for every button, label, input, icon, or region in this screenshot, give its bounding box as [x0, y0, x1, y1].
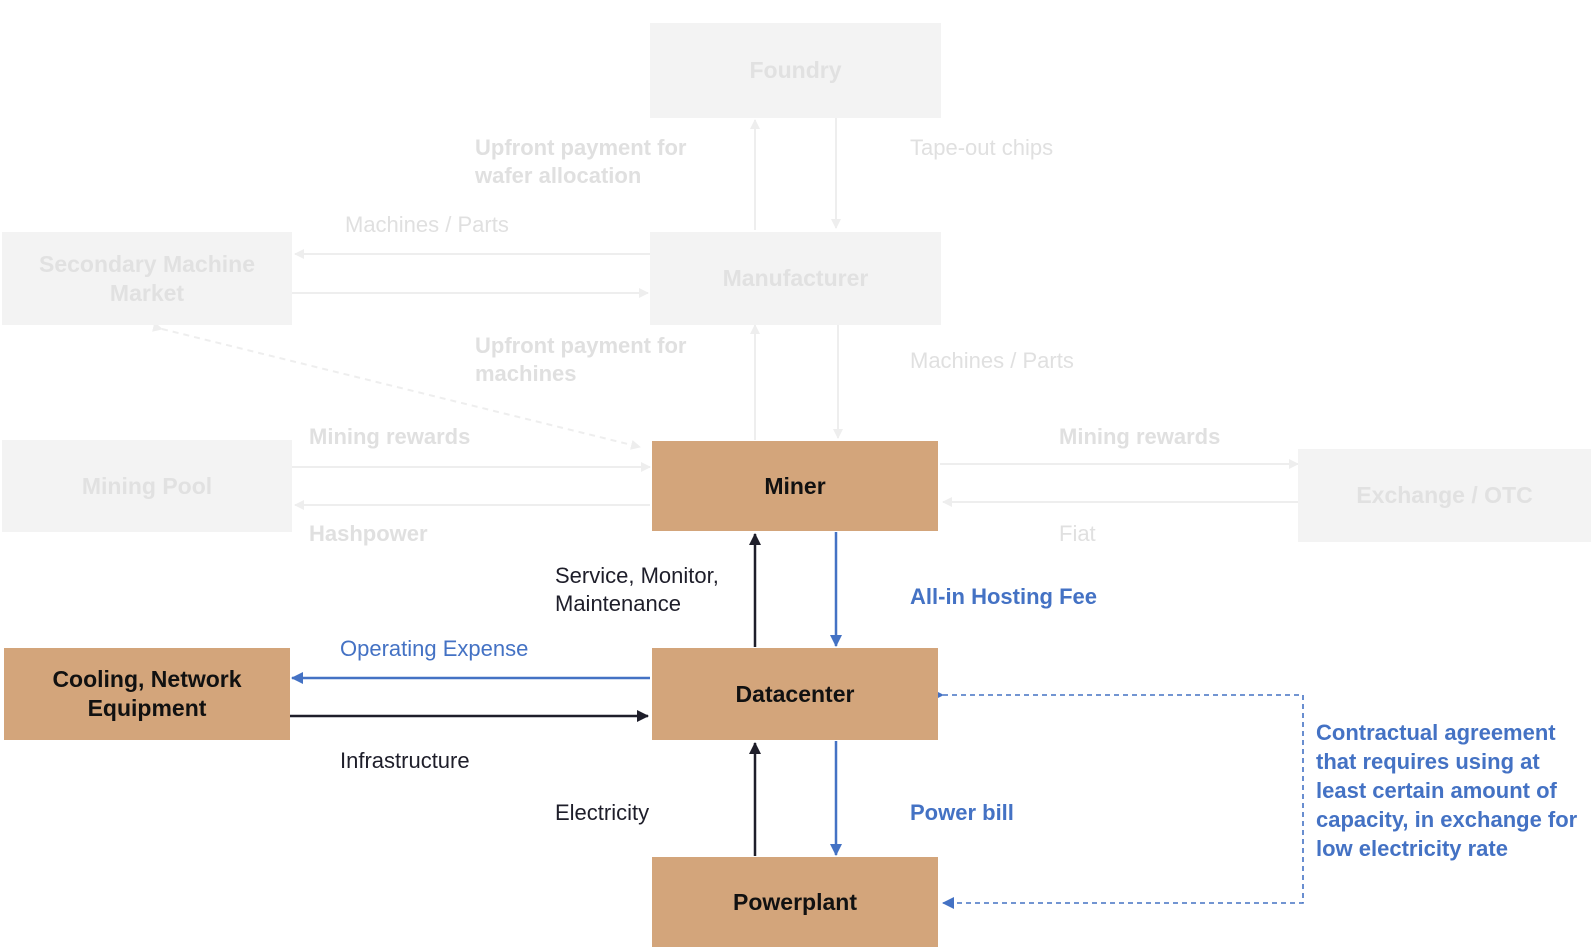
label-upfront-wafer: Upfront payment for wafer allocation [475, 135, 687, 188]
node-powerplant: Powerplant [652, 857, 938, 947]
node-miner: Miner [652, 441, 938, 531]
arrow-contract-dashed [932, 689, 1304, 909]
node-manufacturer: Manufacturer [650, 232, 941, 325]
arrow-secondary-miner-dashed [152, 321, 641, 450]
label-infrastructure: Infrastructure [340, 748, 470, 773]
label-service-monitor-maintenance: Service, Monitor, Maintenance [555, 563, 719, 616]
label-machines-parts-secondary: Machines / Parts [345, 212, 509, 237]
label-power-bill: Power bill [910, 800, 1014, 825]
label-machines-parts-miner: Machines / Parts [910, 348, 1074, 373]
node-secondary-machine-market: Secondary Machine Market [2, 232, 292, 325]
label-fiat: Fiat [1059, 521, 1096, 546]
label-tapeout-chips: Tape-out chips [910, 135, 1054, 160]
node-exchange-otc: Exchange / OTC [1298, 449, 1591, 542]
node-foundry: Foundry [650, 23, 941, 118]
label-electricity: Electricity [555, 800, 650, 825]
label-upfront-machines: Upfront payment for machines [475, 333, 687, 386]
node-mining-pool: Mining Pool [2, 440, 292, 532]
label-mining-rewards-pool: Mining rewards [309, 424, 471, 449]
label-all-in-hosting-fee: All-in Hosting Fee [910, 584, 1097, 609]
label-operating-expense: Operating Expense [340, 636, 529, 661]
node-datacenter: Datacenter [652, 648, 938, 740]
label-hashpower: Hashpower [309, 521, 428, 546]
node-cooling-network-equipment: Cooling, Network Equipment [4, 648, 290, 740]
label-mining-rewards-exchange: Mining rewards [1059, 424, 1221, 449]
label-contractual-agreement: Contractual agreement that requires usin… [1316, 720, 1578, 861]
